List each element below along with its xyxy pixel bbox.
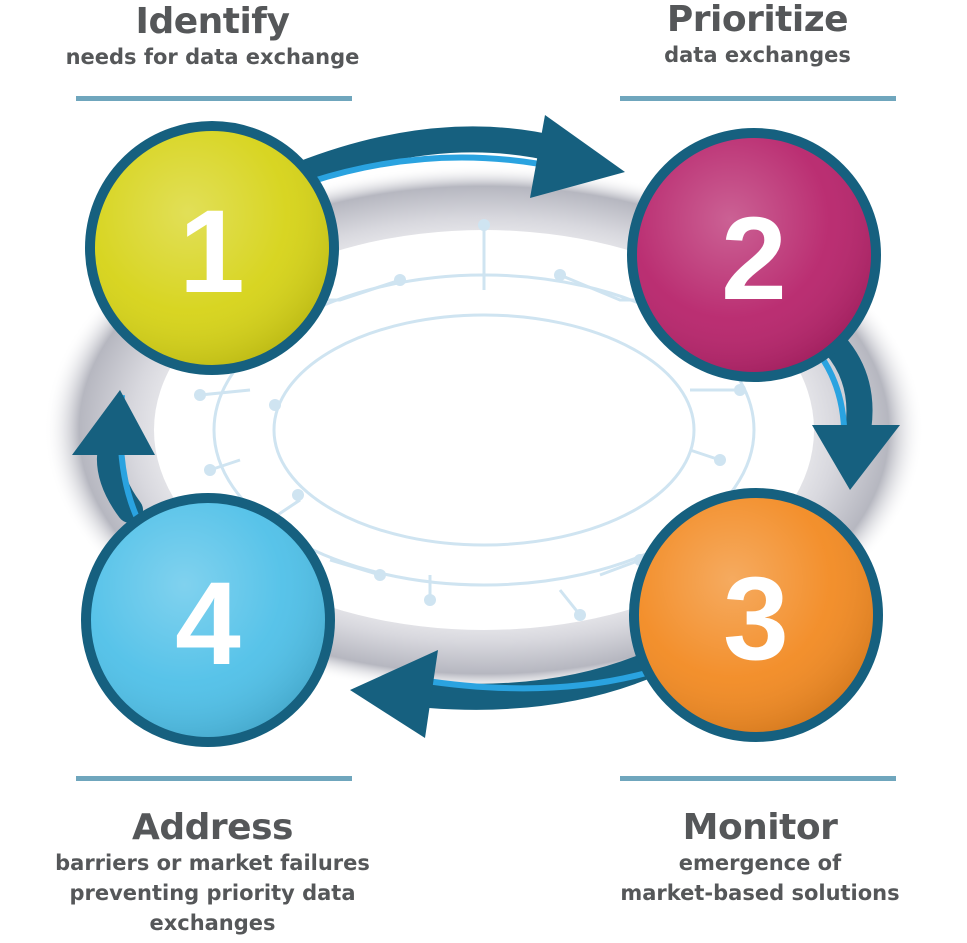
arrow-step3-to-step4 <box>350 647 673 738</box>
step-circle-1: 1 <box>85 121 339 375</box>
step-3-divider <box>620 776 896 781</box>
step-circle-4: 4 <box>81 493 335 747</box>
step-3-label: Monitor emergence of market-based soluti… <box>570 808 950 908</box>
arrow-step4-to-step1 <box>72 390 155 523</box>
step-2-label: Prioritize data exchanges <box>575 0 940 70</box>
step-1-subtitle-line: needs for data exchange <box>65 45 360 69</box>
step-4-number: 4 <box>175 558 241 690</box>
step-4-divider <box>76 776 352 781</box>
circuit-lines <box>199 225 756 616</box>
step-4-subtitle-line-3: exchanges <box>149 911 276 935</box>
step-2-subtitle-line: data exchanges <box>664 43 851 67</box>
step-1-number: 1 <box>179 186 245 318</box>
step-1-title: Identify <box>135 1 290 42</box>
step-4-subtitle-line-2: preventing priority data <box>69 881 356 905</box>
step-3-subtitle-line-2: market-based solutions <box>620 881 900 905</box>
step-1-label: Identify needs for data exchange <box>30 2 395 72</box>
step-4-title: Address <box>132 807 293 848</box>
step-2-divider <box>620 96 896 101</box>
ring-inner-white <box>154 230 814 630</box>
arrow-step2-to-step3 <box>812 332 900 490</box>
step-4-label: Address barriers or market failures prev… <box>20 808 405 938</box>
step-4-subtitle-line-1: barriers or market failures <box>55 851 370 875</box>
step-3-title: Monitor <box>682 807 838 848</box>
step-circle-2: 2 <box>627 128 881 382</box>
step-2-title: Prioritize <box>666 0 849 40</box>
step-1-divider <box>76 96 352 101</box>
step-2-number: 2 <box>721 193 787 325</box>
step-3-number: 3 <box>723 553 789 685</box>
step-3-subtitle-line-1: emergence of <box>678 851 842 875</box>
arrow-step1-to-step2 <box>287 115 625 198</box>
step-circle-3: 3 <box>629 488 883 742</box>
